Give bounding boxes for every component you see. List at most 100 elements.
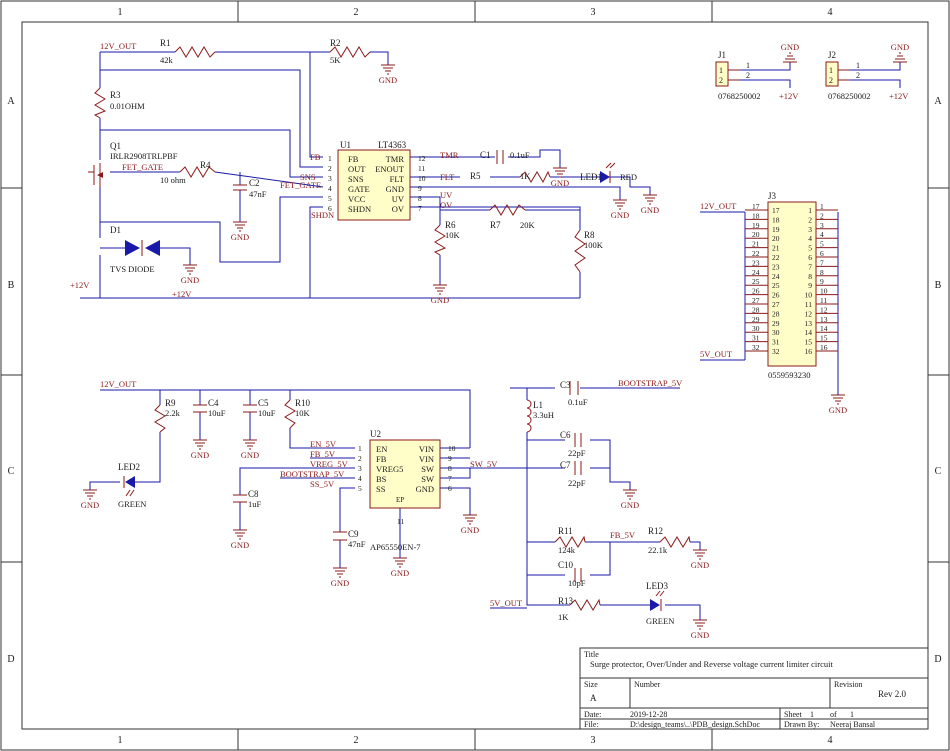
size-value: A (590, 693, 597, 703)
net-bootstrap-5v: BOOTSTRAP_5V (280, 469, 345, 479)
col-label: 3 (591, 735, 596, 746)
u1-pin-labels: FB OUT SNS GATE VCC SHDN TMR ENOUT FLT G… (348, 154, 405, 214)
ic-u1 (337, 149, 411, 221)
ground-icon: GND (331, 567, 349, 588)
j3-pin-num: 12 (805, 309, 813, 318)
r6-value: 10K (445, 230, 461, 240)
row-label: A (7, 96, 15, 107)
of-value: 1 (850, 710, 854, 719)
j3-value: 0559593230 (768, 370, 811, 380)
j3-pin-num: 17 (772, 206, 780, 215)
col-label: 1 (118, 7, 123, 18)
r4-ref: R4 (200, 160, 211, 170)
c3-value: 0.1uF (568, 397, 588, 407)
j3-pin-num: 23 (752, 258, 760, 267)
j3-pin-num: 18 (772, 215, 780, 224)
j3-pin-num: 8 (808, 272, 812, 281)
c5-ref: C5 (258, 398, 269, 408)
ground-icon: GND (551, 167, 569, 188)
j3-pin-num: 27 (752, 296, 760, 305)
c1-value: 0.1uF (510, 150, 530, 160)
ground-icon: GND (181, 264, 199, 285)
ground-icon: GND (829, 394, 847, 415)
r9-ref: R9 (165, 398, 176, 408)
c10-value: 10pF (568, 578, 586, 588)
r8-ref: R8 (584, 230, 595, 240)
j3-pin-num: 11 (820, 296, 827, 305)
net-ov: OV (440, 200, 453, 210)
net-tmr: TMR (440, 150, 459, 160)
ground-label: GND (551, 178, 569, 188)
u2-pin-num: 2 (358, 454, 362, 463)
j3-pin-num: 9 (820, 277, 824, 286)
u1-pin-right: GND (386, 184, 404, 194)
net-uv: UV (440, 190, 453, 200)
j3-pin-num: 28 (752, 305, 760, 314)
l1-value: 3.3uH (533, 410, 554, 420)
file-label: File: (584, 720, 599, 729)
u1-pin-num: 7 (418, 204, 422, 213)
net-fb-5v-right: FB_5V (610, 530, 636, 540)
j3-pin-num: 7 (808, 262, 812, 271)
u2-pin-num: 4 (358, 474, 362, 483)
c7-value: 22pF (568, 478, 586, 488)
of-label: of (830, 710, 837, 719)
u2-pin-right: VIN (419, 454, 434, 464)
u1-pin-num: 4 (328, 184, 332, 193)
row-label: B (935, 280, 942, 291)
j3-pin-num: 20 (772, 234, 780, 243)
net-flt: FLT (440, 172, 455, 182)
ground-label: GND (391, 568, 409, 578)
q1-value: IRLR2908TRLPBF (110, 151, 178, 161)
net-5v-out: 5V_OUT (490, 598, 523, 608)
u1-pin-num: 1 (328, 154, 332, 163)
c1-ref: C1 (480, 150, 491, 160)
j2-pin: 1 (829, 66, 833, 75)
u1-pin-num: 3 (328, 174, 332, 183)
j3-pin-num: 13 (805, 319, 813, 328)
u2-pin-num: 3 (358, 464, 362, 473)
connectors-j1-j2: J1 1 2 1 2 0768250002 +12V J2 1 2 1 2 07… (715, 50, 909, 101)
j3-pin-num: 2 (808, 215, 812, 224)
j3-pin-num: 30 (772, 328, 780, 337)
ground-label: GND (181, 275, 199, 285)
led3-value: GREEN (646, 616, 674, 626)
drawn-value: Neeraj Bansal (830, 720, 876, 729)
net-en-5v: EN_5V (310, 439, 337, 449)
ground-icon: GND (379, 64, 397, 85)
r11-ref: R11 (558, 526, 573, 536)
net-sns: SNS (300, 172, 316, 182)
j3-pin-num: 20 (752, 230, 760, 239)
net-bootstrap-top: BOOTSTRAP_5V (618, 378, 683, 388)
d1-value: TVS DIODE (110, 264, 155, 274)
ground-label: GND (231, 232, 249, 242)
ground-label: GND (829, 405, 847, 415)
row-label: B (8, 280, 15, 291)
j3-pin-num: 4 (808, 234, 812, 243)
j3-pin-num: 25 (752, 277, 760, 286)
ground-icon: GND (621, 489, 639, 510)
r5-value: 1K (520, 171, 531, 181)
u2-pin-left: BS (376, 474, 387, 484)
ground-label: GND (691, 560, 709, 570)
u1-pin-num: 10 (418, 174, 426, 183)
j3-pin-num: 23 (772, 262, 780, 271)
ic-u2 (369, 439, 441, 509)
j3-pin-num: 11 (805, 300, 812, 309)
r10-value: 10K (295, 408, 311, 418)
j1-pin: 2 (746, 71, 750, 80)
j3-pin-num: 5 (808, 244, 812, 253)
j3-pin-num: 22 (772, 253, 780, 262)
j1-plus12v: +12V (779, 91, 799, 101)
led1-icon (600, 162, 616, 183)
u1-pin-left: OUT (348, 164, 366, 174)
u2-ref: U2 (370, 429, 381, 439)
j3-pin-num: 10 (805, 291, 813, 300)
ground-label: GND (461, 525, 479, 535)
j2-ref: J2 (828, 50, 836, 60)
net-12v-out-j3: 12V_OUT (700, 201, 737, 211)
title-block: Title Surge protector, Over/Under and Re… (579, 647, 929, 730)
